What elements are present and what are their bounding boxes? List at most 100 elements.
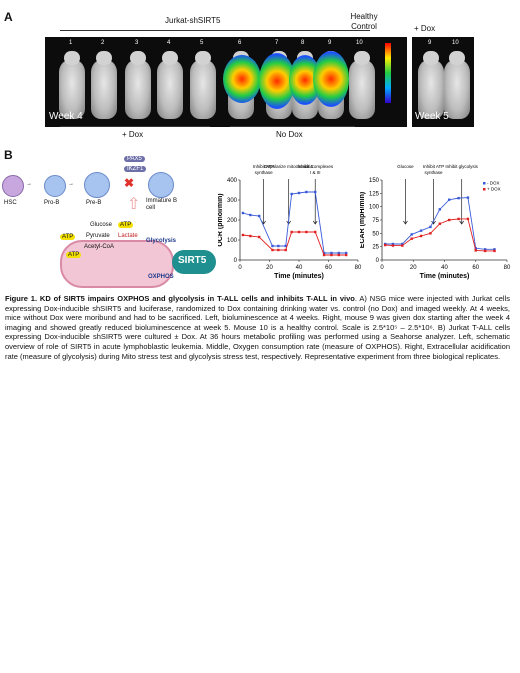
injection-annotation: Inhibit ATP [423, 164, 444, 169]
data-point [483, 249, 487, 253]
oxphos-label: OXPHOS [148, 274, 174, 280]
data-point [257, 214, 261, 218]
y-tick-label: 0 [376, 258, 380, 264]
y-axis-label: OCR (pmol/min) [218, 193, 224, 246]
injection-arrowhead [312, 220, 318, 225]
data-point [330, 251, 333, 255]
data-point [249, 234, 252, 238]
data-point [438, 222, 442, 225]
mouse-number: 5 [200, 40, 204, 46]
pro-b-cell [44, 175, 66, 197]
pre-b-cell [84, 172, 110, 198]
data-point [493, 248, 496, 251]
x-tick-label: 80 [504, 265, 511, 271]
lactate-label: Lactate [118, 233, 138, 239]
x-tick-label: 0 [380, 265, 384, 271]
panel-b-label: B [4, 148, 13, 162]
data-point [290, 230, 293, 234]
data-point [314, 230, 317, 234]
data-point [330, 253, 333, 257]
data-point [290, 192, 293, 196]
injection-annotation: Inhibit glycolysis [445, 164, 478, 169]
data-point [277, 248, 280, 252]
color-scale-bar [385, 43, 391, 103]
y-tick-label: 0 [234, 258, 238, 264]
data-point [391, 242, 395, 246]
hsc-label: HSC [4, 200, 17, 206]
data-point [410, 237, 413, 240]
mouse-number: 1 [69, 40, 73, 46]
data-point [297, 230, 301, 234]
data-point [410, 233, 413, 236]
week5-label: Week 5 [415, 111, 449, 122]
data-point [474, 249, 477, 252]
caption-body: . A) NSG mice were injected with Jurkat … [5, 294, 510, 361]
data-point [271, 248, 274, 252]
data-point [447, 198, 451, 201]
series-line [242, 231, 347, 256]
mouse-number: 9 [328, 40, 332, 46]
legend-label: + DOX [487, 187, 501, 192]
bioluminescence-image-week5: 9 10 Week 5 [412, 37, 474, 127]
data-point [419, 234, 423, 238]
immature-b-cell [148, 172, 174, 198]
x-tick-label: 40 [296, 265, 303, 271]
data-point [297, 191, 301, 195]
no-dox-bracket [230, 126, 355, 127]
glucose-label: Glucose [90, 222, 113, 228]
data-point [322, 253, 326, 257]
y-tick-label: 125 [369, 191, 380, 197]
x-tick-label: 60 [472, 265, 479, 271]
ikzf1-badge: IKZF1 [124, 166, 147, 172]
data-point [383, 243, 387, 247]
data-point [401, 244, 404, 247]
y-tick-label: 100 [369, 205, 380, 211]
injection-annotation: Inhibit Complexes [297, 164, 334, 169]
x-tick-label: 60 [325, 265, 332, 271]
mitochondrion [60, 240, 174, 288]
data-point [345, 253, 348, 257]
x-axis-label: Time (minutes) [274, 273, 324, 280]
data-point [447, 218, 451, 222]
y-tick-label: 150 [369, 178, 380, 184]
data-point [401, 242, 404, 246]
pro-b-label: Pro-B [44, 200, 60, 206]
mouse-number: 6 [238, 40, 242, 46]
pre-b-label: Pre-B [86, 200, 102, 206]
glycolysis-label: Glycolysis [146, 238, 177, 244]
mouse-number: 10 [452, 40, 459, 46]
arrow-icon: → [68, 181, 74, 187]
injection-annotation: Inhibit ATP [253, 164, 274, 169]
injection-arrowhead [286, 220, 291, 225]
data-point [314, 190, 317, 194]
mouse-number: 10 [356, 40, 363, 46]
legend-swatch [483, 182, 486, 185]
data-point [457, 196, 460, 200]
group-title: Jurkat-shSIRT5 [165, 16, 221, 25]
injection-annotation: I & III [310, 170, 321, 175]
data-point [466, 196, 470, 199]
data-point [284, 248, 287, 252]
sirt5-schematic: HSC → Pro-B → Pre-B PAX5 IKZF1 ✖ Immatur… [0, 150, 225, 290]
atp-badge: ATP [60, 234, 76, 240]
plus-dox-top-label: + Dox [414, 24, 436, 33]
y-tick-label: 50 [372, 231, 379, 237]
caption-title: Figure 1. KD of SIRT5 impairs OXPHOS and… [5, 294, 355, 303]
acetyl-coa-label: Acetyl-CoA [84, 244, 115, 250]
data-point [284, 244, 287, 248]
mouse-number: 9 [428, 40, 432, 46]
mouse-number: 3 [135, 40, 139, 46]
sirt5-label: SIRT5 [178, 255, 207, 266]
x-tick-label: 0 [238, 265, 242, 271]
x-tick-label: 40 [441, 265, 448, 271]
injection-annotation: synthase [255, 170, 274, 175]
legend-label: - DOX [487, 181, 500, 186]
y-tick-label: 200 [227, 218, 238, 224]
data-point [345, 251, 348, 255]
immature-b-label: Immature B cell [146, 198, 178, 211]
bioluminescence-image-week4: 1 2 3 4 5 6 7 8 9 10 Week 4 [45, 37, 407, 127]
injection-annotation: synthase [425, 170, 444, 175]
injection-annotation: Depolarize mitochondria [264, 164, 313, 169]
data-point [438, 208, 442, 211]
